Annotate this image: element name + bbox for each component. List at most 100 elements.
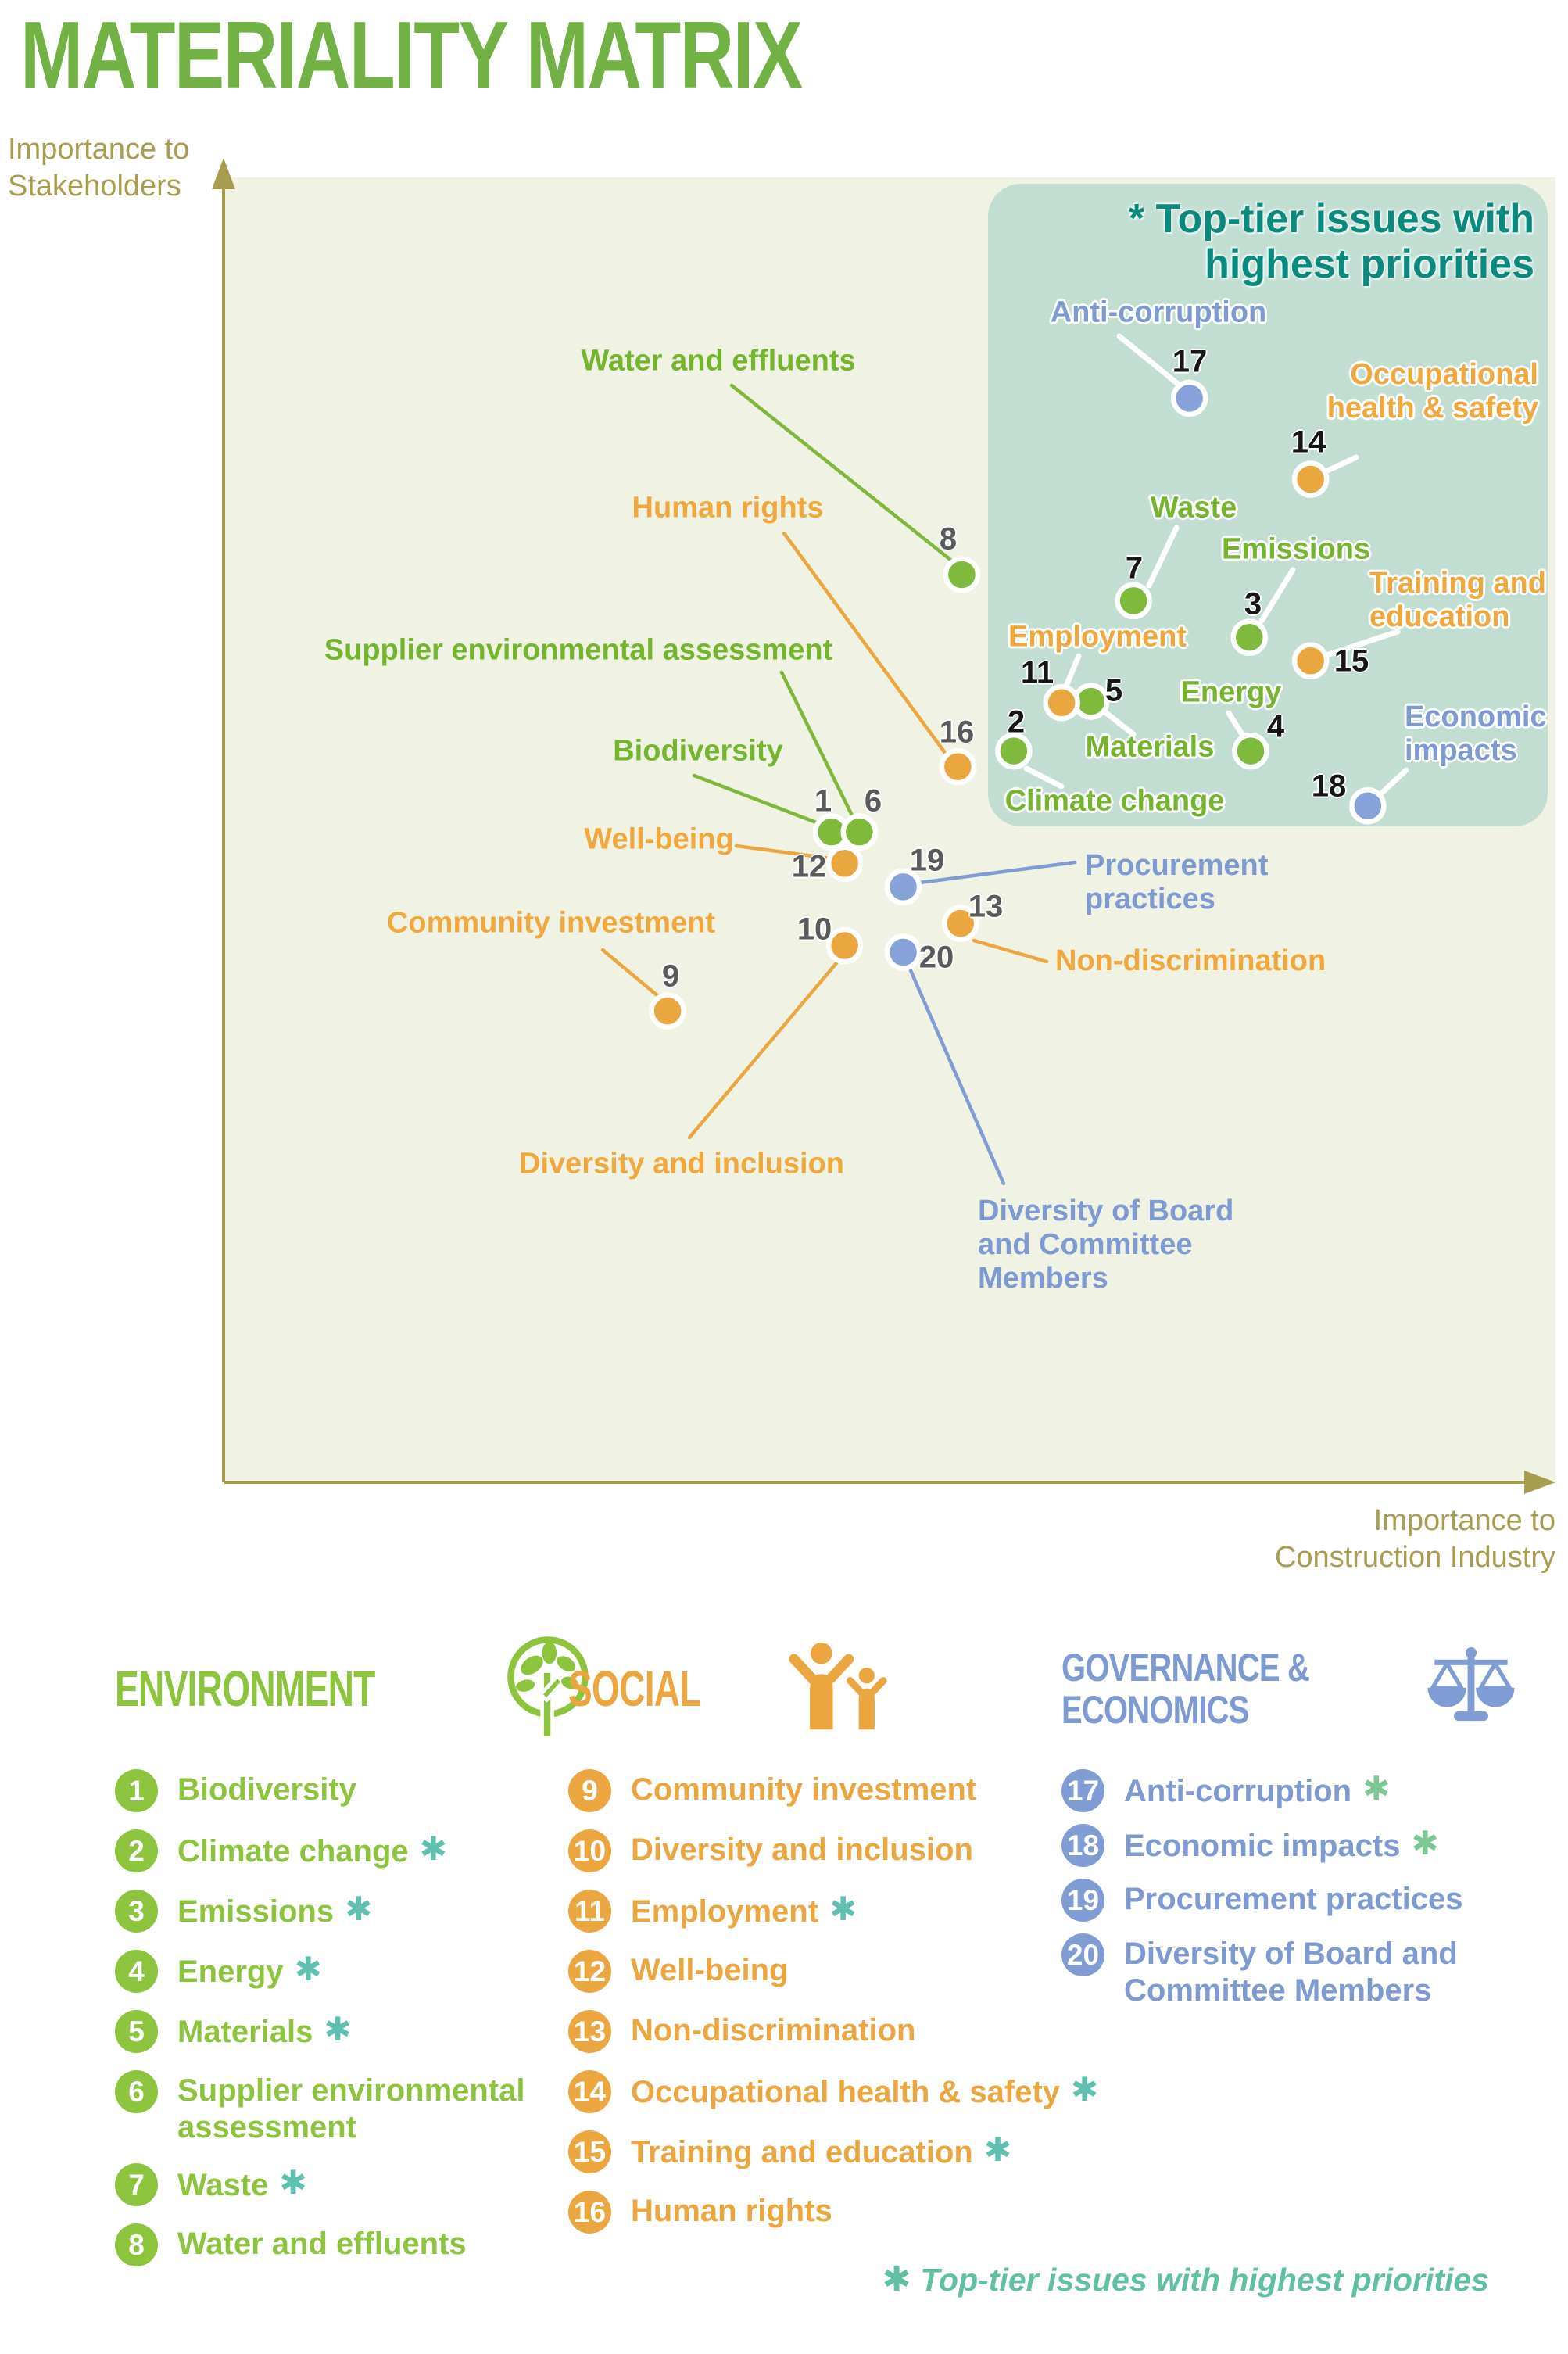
leader-line-13 [972, 938, 1049, 964]
leader-line-11 [1064, 653, 1082, 687]
top-tier-region-title: * Top-tier issues with highest prioritie… [1128, 196, 1534, 287]
x-axis-label-line1: Importance to [1373, 1504, 1555, 1537]
legend-item-label-7: Waste✱ [177, 2164, 307, 2202]
point-label-12: Well-being [584, 822, 734, 856]
footnote-text: Top-tier issues with highest priorities [920, 2262, 1489, 2298]
x-axis-label: Importance to Construction Industry [1275, 1503, 1555, 1576]
scatter-point-12-dot [825, 844, 864, 883]
scatter-point-11-dot [1043, 683, 1080, 722]
legend-item-number-4: 4 [115, 1950, 158, 1993]
leader-line-5 [1102, 709, 1137, 737]
point-number-14: 14 [1291, 425, 1326, 460]
legend-item-14: 14 Occupational health & safety✱ [568, 2070, 1098, 2113]
leader-line-12 [734, 844, 833, 861]
legend-item-number-19: 19 [1061, 1879, 1104, 1922]
point-label-7: Waste [1150, 491, 1237, 525]
leader-line-1 [692, 773, 825, 827]
point-number-2: 2 [1007, 704, 1026, 740]
legend-section-governance: GOVERNANCE &ECONOMICS 17 Anti-corruption✱ 1… [1061, 1630, 1523, 2021]
leader-line-19 [918, 860, 1077, 885]
y-axis-arrow-icon [212, 158, 235, 189]
top-tier-asterisk-icon: ✱ [983, 2131, 1012, 2168]
point-label-1: Biodiversity [613, 734, 783, 768]
legend-item-number-7: 7 [115, 2163, 158, 2206]
x-axis-label-line2: Construction Industry [1274, 1541, 1555, 1574]
legend-item-number-10: 10 [568, 1829, 611, 1872]
legend-item-label-15: Training and education✱ [631, 2131, 1012, 2169]
scales-icon [1419, 1645, 1523, 1733]
point-label-13: Non-discrimination [1055, 944, 1326, 977]
scatter-point-16-dot [939, 747, 977, 786]
y-axis-label: Importance to Stakeholders [8, 131, 189, 205]
leader-line-8 [729, 383, 953, 562]
legend-item-number-16: 16 [568, 2191, 611, 2234]
leader-line-2 [1023, 765, 1065, 790]
leader-line-4 [1226, 710, 1246, 739]
point-number-19: 19 [909, 843, 945, 878]
top-tier-asterisk-icon: ✱ [294, 1951, 322, 1987]
top-tier-asterisk-icon: ✱ [419, 1830, 447, 1867]
legend-item-number-14: 14 [568, 2070, 611, 2113]
point-number-7: 7 [1125, 550, 1144, 586]
legend-title-governance: GOVERNANCE &ECONOMICS [1061, 1646, 1310, 1732]
scatter-point-4-dot [1232, 732, 1269, 770]
legend-item-label-14: Occupational health & safety✱ [631, 2071, 1099, 2109]
leader-line-10 [687, 956, 843, 1140]
point-number-20: 20 [918, 940, 954, 975]
legend-item-10: 10 Diversity and inclusion [568, 1829, 1098, 1872]
leader-line-14 [1321, 454, 1359, 475]
legend-item-number-8: 8 [115, 2223, 158, 2266]
point-label-4: Energy [1180, 675, 1282, 709]
leader-line-7 [1146, 525, 1180, 589]
point-number-1: 1 [814, 783, 832, 819]
scatter-point-9-dot [649, 992, 686, 1030]
point-number-3: 3 [1244, 586, 1262, 622]
legend-item-label-19: Procurement practices [1124, 1882, 1463, 1916]
point-number-18: 18 [1311, 769, 1347, 804]
leader-line-18 [1378, 767, 1409, 797]
legend-item-label-1: Biodiversity [177, 1772, 356, 1807]
legend-item-label-5: Materials✱ [177, 2011, 352, 2049]
top-tier-asterisk-icon: ✱ [1362, 1770, 1391, 1807]
point-label-5: Materials [1085, 730, 1215, 764]
legend-header-governance: GOVERNANCE &ECONOMICS [1061, 1630, 1523, 1747]
scatter-point-19-dot [884, 868, 922, 906]
legend-item-number-18: 18 [1061, 1824, 1104, 1867]
point-number-5: 5 [1104, 673, 1123, 708]
legend-item-label-17: Anti-corruption✱ [1124, 1770, 1391, 1808]
leader-line-15 [1326, 629, 1401, 657]
legend-item-number-17: 17 [1061, 1769, 1104, 1812]
point-number-15: 15 [1334, 643, 1369, 679]
top-tier-asterisk-icon: ✱ [1411, 1825, 1439, 1861]
legend-item-number-6: 6 [115, 2070, 158, 2113]
leader-line-6 [779, 670, 857, 822]
y-axis-label-line1: Importance to [8, 133, 190, 166]
top-tier-asterisk-icon: ✱ [324, 2011, 352, 2048]
leader-line-3 [1258, 567, 1296, 624]
legend-item-number-1: 1 [115, 1769, 158, 1812]
point-label-3: Emissions [1221, 532, 1371, 566]
scatter-point-6-dot [840, 813, 879, 851]
legend-item-number-9: 9 [568, 1769, 611, 1812]
point-number-4: 4 [1266, 709, 1285, 744]
scatter-point-3-dot [1230, 618, 1269, 656]
y-axis-label-line2: Stakeholders [8, 170, 181, 202]
point-label-2: Climate change [1004, 784, 1225, 818]
legend-item-label-10: Diversity and inclusion [631, 1833, 973, 1867]
